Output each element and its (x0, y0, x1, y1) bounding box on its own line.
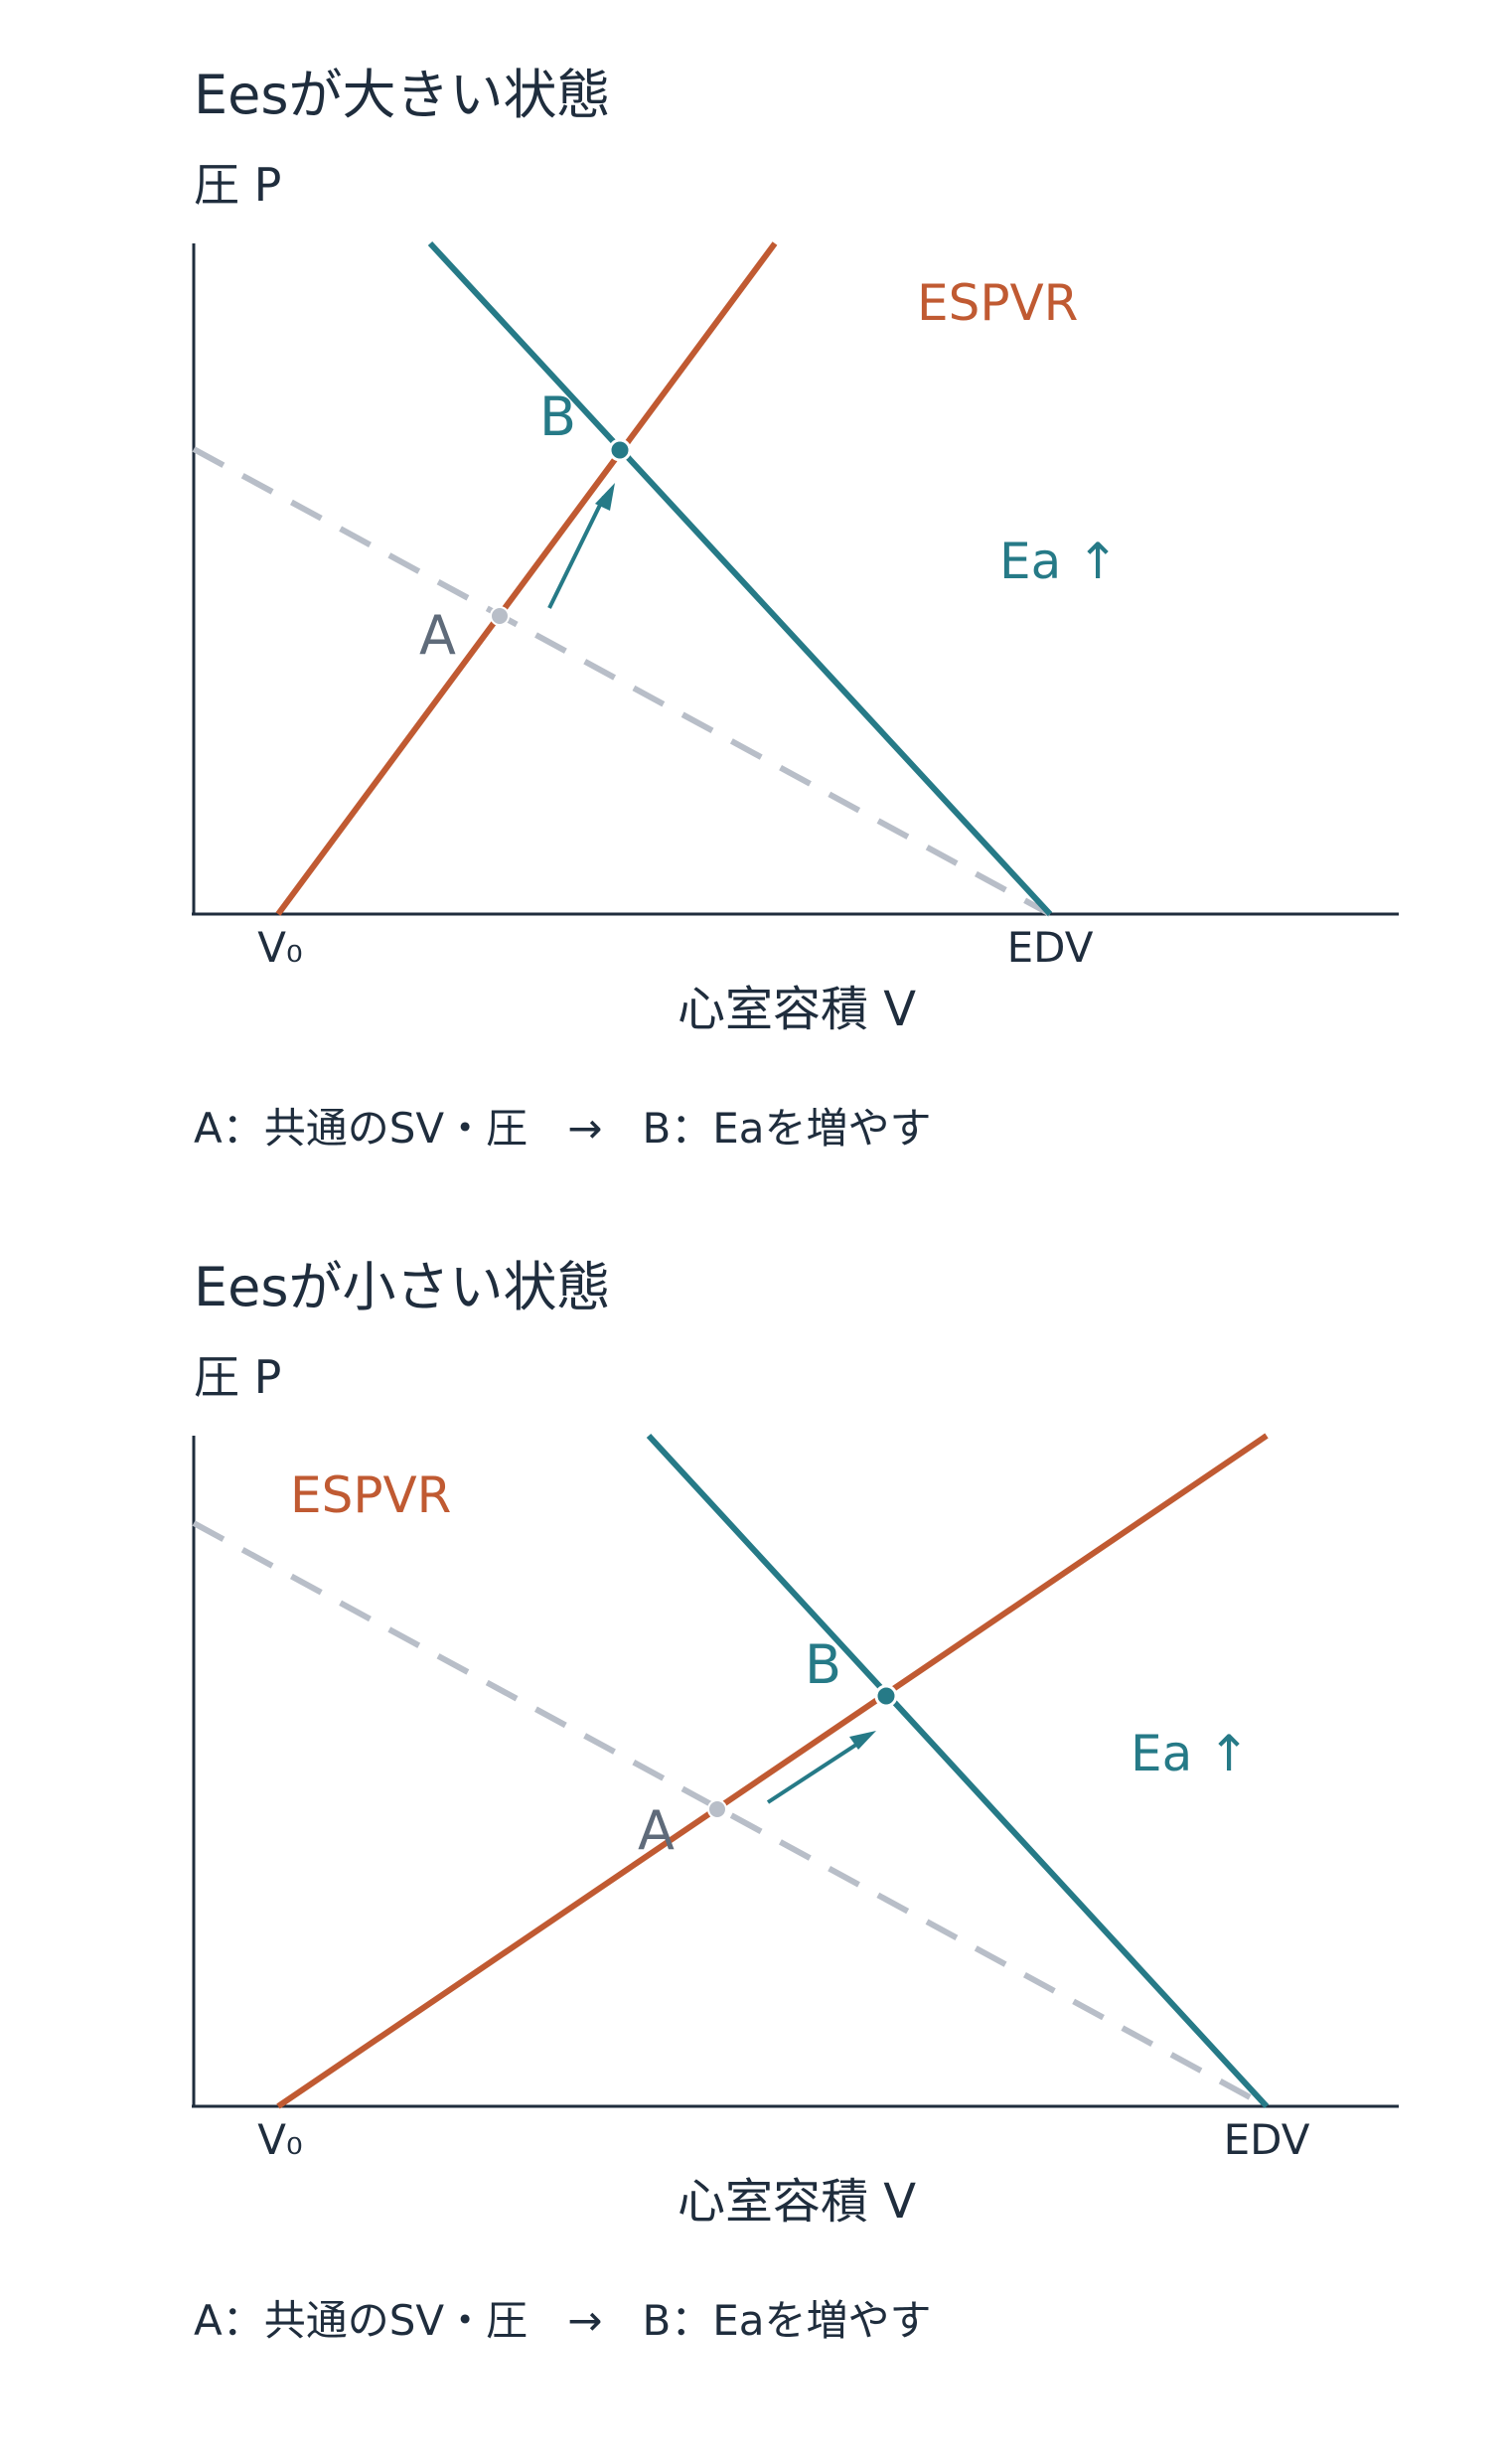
espvr-line (276, 1433, 1269, 2109)
caption-arrow: → (567, 2296, 603, 2345)
panel-title: Eesが大きい状態 (194, 64, 611, 126)
v0-tick-label: V₀ (257, 923, 303, 972)
ea-label: Ea ↑ (999, 533, 1119, 590)
caption-arrow: → (567, 1104, 603, 1153)
diagram-panel-large-ees: Eesが大きい状態 圧 P A B ESPVR Ea ↑ V₀ EDV 心室容積… (0, 0, 1510, 1192)
pv-diagram: A B ESPVR Ea ↑ V₀ EDV 心室容積 V (192, 240, 1399, 1037)
caption-state-a: A：共通のSV・圧 (194, 1104, 528, 1153)
espvr-line (275, 241, 778, 916)
x-axis-label: 心室容積 V (678, 982, 916, 1037)
transition-arrow-shaft (547, 496, 606, 609)
espvr-label: ESPVR (917, 274, 1078, 332)
point-a-marker (490, 606, 510, 626)
caption-state-b: B：Eaを増やす (642, 2296, 932, 2345)
pv-diagram: A B ESPVR Ea ↑ V₀ EDV 心室容積 V (192, 1433, 1399, 2230)
point-b-label: B (539, 385, 576, 448)
point-b-marker (608, 438, 632, 462)
initial-ea-line (192, 1520, 1269, 2109)
diagram-panel-small-ees: Eesが小さい状態 圧 P A B ESPVR Ea ↑ V₀ EDV 心室容積… (0, 1192, 1510, 2385)
ea-label: Ea ↑ (1131, 1725, 1250, 1782)
initial-ea-line (192, 446, 1052, 917)
transition-arrow-shaft (766, 1739, 864, 1804)
x-axis-label: 心室容積 V (678, 2174, 916, 2230)
edv-tick-label: EDV (1007, 923, 1094, 972)
transition-arrow-head (849, 1731, 876, 1750)
caption: A：共通のSV・圧 → B：Eaを増やす (194, 2293, 932, 2349)
point-b-marker (874, 1684, 898, 1708)
edv-tick-label: EDV (1224, 2115, 1310, 2164)
caption-state-a: A：共通のSV・圧 (194, 2296, 528, 2345)
caption: A：共通のSV・圧 → B：Eaを増やす (194, 1101, 932, 1156)
y-axis-label: 圧 P (194, 1350, 282, 1404)
point-b-label: B (805, 1633, 841, 1696)
y-axis-label: 圧 P (194, 158, 282, 212)
caption-state-b: B：Eaを増やす (642, 1104, 932, 1153)
increased-ea-line (646, 1433, 1270, 2109)
v0-tick-label: V₀ (257, 2115, 303, 2164)
point-a-marker (707, 1799, 727, 1819)
espvr-label: ESPVR (290, 1466, 451, 1524)
panel-title: Eesが小さい状態 (194, 1256, 611, 1318)
point-a-label: A (638, 1799, 675, 1862)
point-a-label: A (419, 604, 456, 667)
increased-ea-line (427, 240, 1053, 917)
transition-arrow-head (595, 483, 615, 511)
